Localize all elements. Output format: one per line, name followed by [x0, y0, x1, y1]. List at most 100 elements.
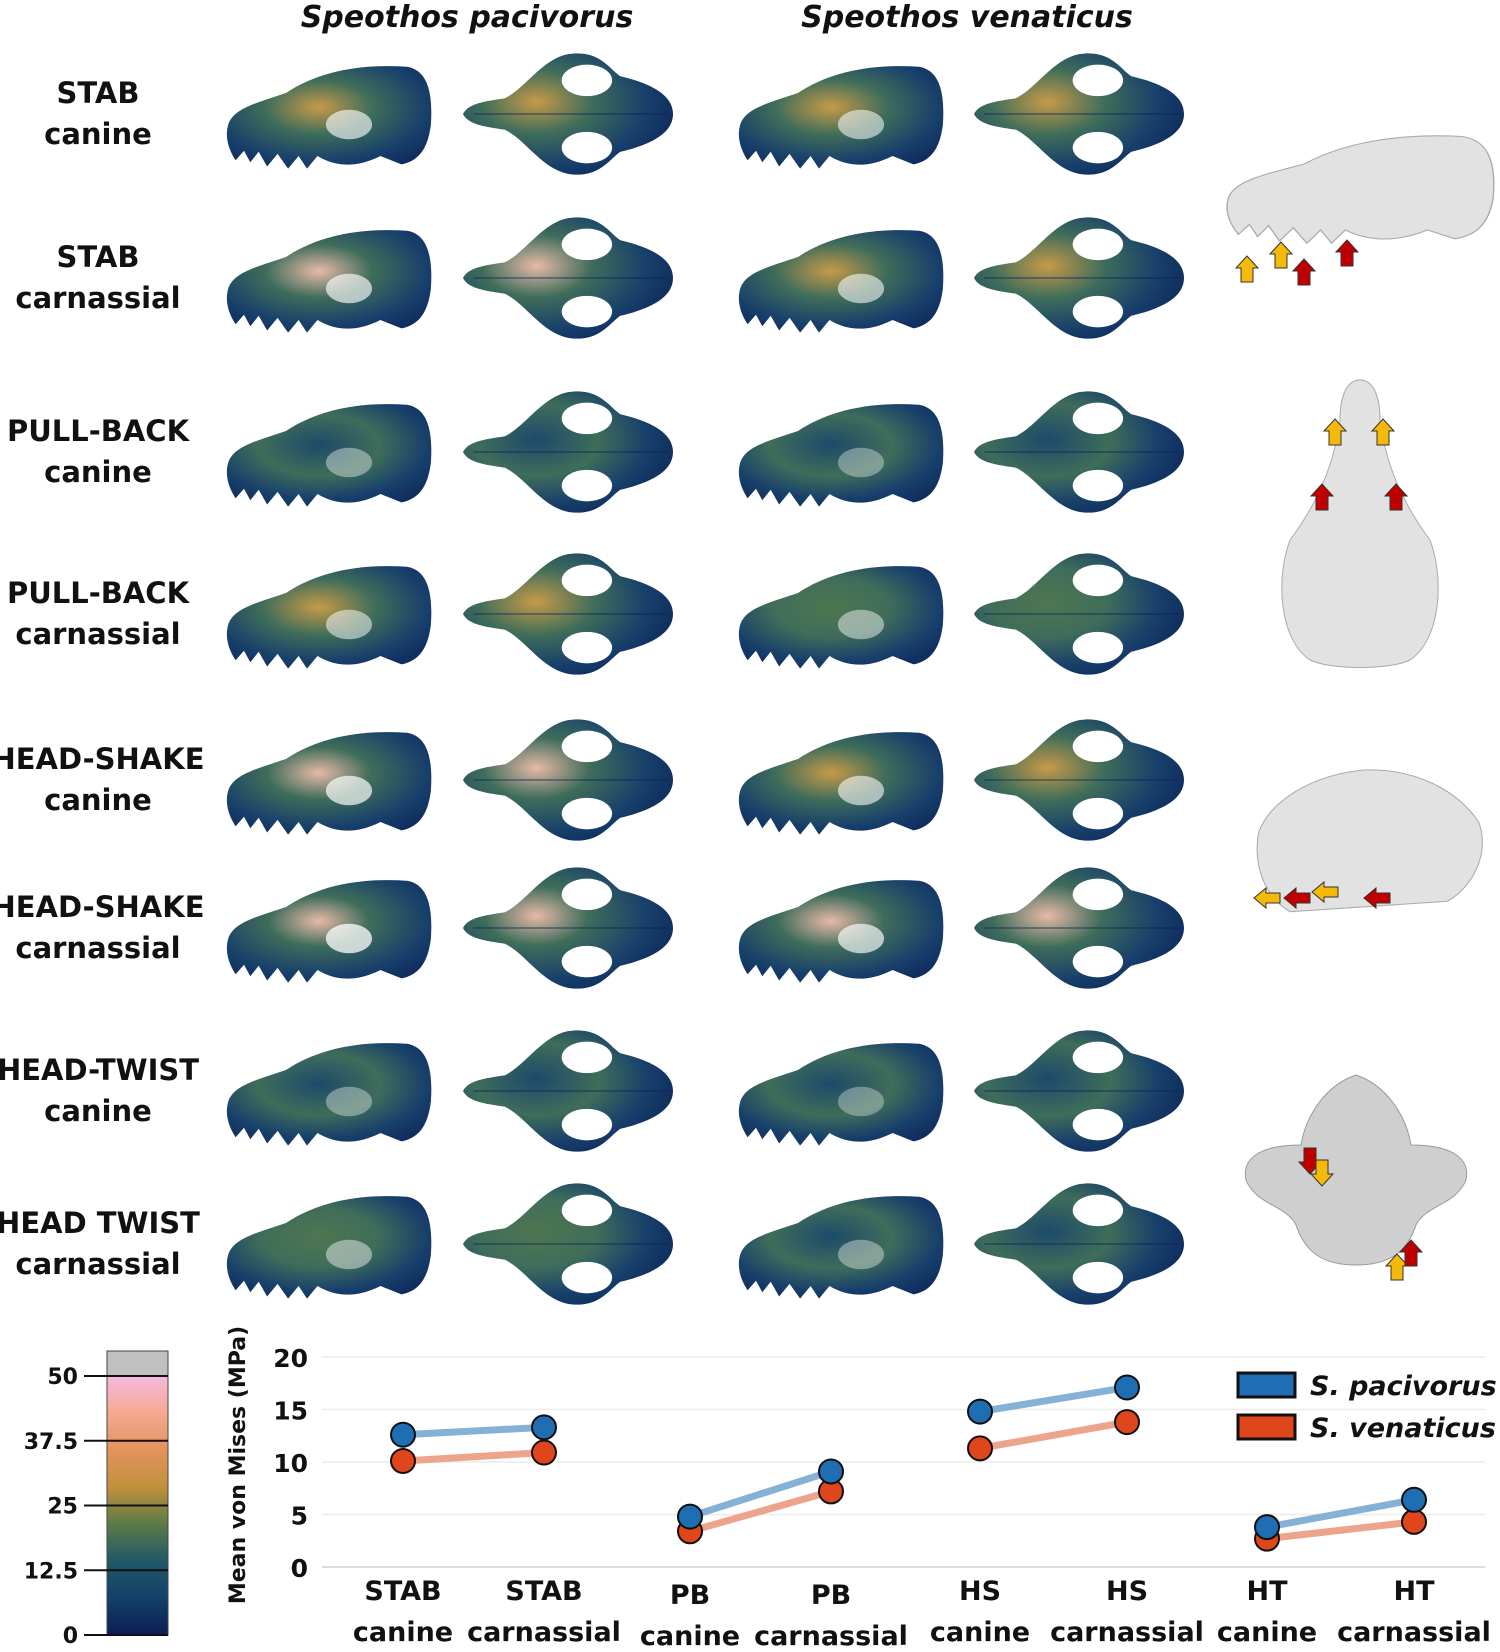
- row-label-line2: canine: [44, 1094, 152, 1128]
- orbit-hole: [1072, 1041, 1124, 1074]
- series-line-venaticus: [689, 1488, 832, 1535]
- y-tick-label: 10: [273, 1449, 308, 1478]
- skull-dorsal-venaticus: [974, 217, 1184, 339]
- row-label-line2: canine: [44, 783, 152, 817]
- skull-dorsal-venaticus: [974, 553, 1184, 675]
- orbit-hole: [561, 1041, 613, 1074]
- x-tick-label-line1: HT: [1393, 1576, 1435, 1607]
- skull-dorsal-venaticus: [974, 867, 1184, 989]
- force-arrow-left-icon: [1311, 880, 1339, 904]
- x-tick-label-line1: HS: [1106, 1576, 1148, 1607]
- row-label-line1: STAB: [57, 240, 140, 274]
- orbit-hole: [1072, 564, 1124, 597]
- skull-lateral-shape: [738, 1043, 944, 1146]
- colorbar-overflow: [106, 1350, 169, 1377]
- orbit-region: [837, 609, 885, 640]
- series-line-pacivorus: [979, 1383, 1128, 1416]
- skull-dorsal-venaticus: [974, 1030, 1184, 1152]
- colorbar-tick-label: 0: [63, 1624, 78, 1649]
- row-label-line2: carnassial: [15, 617, 180, 651]
- skull-heatmaps: [226, 53, 1184, 1305]
- orbit-region: [325, 923, 373, 954]
- row-label-line1: PULL-BACK: [7, 414, 191, 448]
- colorbar-tick-label: 50: [47, 1365, 78, 1390]
- x-tick-label-line2: canine: [930, 1617, 1030, 1648]
- orbit-region: [837, 1239, 885, 1270]
- orbit-hole: [561, 797, 613, 830]
- skull-lateral-shape: [226, 404, 432, 507]
- orbit-hole: [1072, 1194, 1124, 1227]
- y-tick-label: 5: [291, 1502, 308, 1531]
- series-line-venaticus: [402, 1449, 545, 1465]
- force-arrow-up-icon: [1309, 483, 1335, 511]
- series-line-venaticus: [979, 1418, 1128, 1452]
- header-venaticus: Speothos venaticus: [801, 0, 1133, 35]
- force-arrow-left-icon: [1253, 886, 1281, 910]
- orbit-hole: [1072, 295, 1124, 328]
- skull-shape: [1244, 1074, 1468, 1266]
- force-arrow-up-icon: [1268, 241, 1294, 269]
- skull-dorsal-pacivorus: [463, 553, 673, 675]
- force-arrow-up-icon: [1384, 1253, 1410, 1281]
- skull-lateral-pacivorus: [226, 404, 432, 507]
- x-tick-label-line1: HT: [1246, 1576, 1288, 1607]
- colorbar-tick-label: 25: [47, 1495, 78, 1520]
- skull-dorsal-pacivorus: [463, 53, 673, 175]
- orbit-hole: [1072, 469, 1124, 502]
- orbit-hole: [561, 1261, 613, 1294]
- skull-lateral-shape: [738, 1196, 944, 1299]
- skull-lateral-pacivorus: [226, 66, 432, 169]
- orbit-hole: [561, 1194, 613, 1227]
- data-point-venaticus: [1401, 1508, 1427, 1535]
- force-arrow-left-icon: [1363, 886, 1391, 910]
- orbit-region: [325, 609, 373, 640]
- colorbar-tick-label: 12.5: [24, 1559, 78, 1584]
- skull-lateral-venaticus: [738, 1196, 944, 1299]
- skull-lateral-pacivorus: [226, 1196, 432, 1299]
- skull-lateral-venaticus: [738, 566, 944, 669]
- orbit-region: [837, 447, 885, 478]
- skull-lateral-shape: [738, 404, 944, 507]
- legend-label-venaticus: S. venaticus: [1310, 1413, 1496, 1444]
- y-axis-label: Mean von Mises (MPa): [226, 1326, 251, 1604]
- orbit-hole: [561, 730, 613, 763]
- skull-dorsal-pacivorus: [463, 217, 673, 339]
- orbit-hole: [1072, 878, 1124, 911]
- row-label-line1: HEAD-SHAKE: [0, 742, 205, 776]
- skull-lateral-pacivorus: [226, 566, 432, 669]
- skull-lateral-pacivorus: [226, 732, 432, 835]
- orbit-hole: [1072, 631, 1124, 664]
- orbit-region: [325, 1239, 373, 1270]
- orbit-hole: [561, 878, 613, 911]
- series-line-pacivorus: [1266, 1496, 1415, 1531]
- data-point-pacivorus: [531, 1414, 557, 1441]
- force-arrow-up-icon: [1234, 255, 1260, 283]
- row-label-line1: HEAD-SHAKE: [0, 890, 205, 924]
- force-arrow-up-icon: [1334, 239, 1360, 267]
- orbit-hole: [1072, 64, 1124, 97]
- row-label-line2: canine: [44, 117, 152, 151]
- legend: S. pacivorus S. venaticus: [1236, 1371, 1497, 1444]
- skull-lateral-venaticus: [738, 66, 944, 169]
- skull-dorsal-venaticus: [974, 53, 1184, 175]
- series-line-pacivorus: [688, 1468, 833, 1520]
- x-tick-label-line2: canine: [353, 1617, 453, 1648]
- reference-skulls: [1226, 135, 1495, 1281]
- data-point-pacivorus: [818, 1458, 844, 1485]
- data-point-venaticus: [1114, 1409, 1140, 1436]
- x-tick-label-line2: carnassial: [754, 1621, 908, 1652]
- x-tick-label-line2: carnassial: [1050, 1617, 1204, 1648]
- row-label-line1: HEAD TWIST: [0, 1206, 200, 1240]
- orbit-hole: [1072, 402, 1124, 435]
- skull-dorsal-pacivorus: [463, 867, 673, 989]
- row-label-line1: PULL-BACK: [7, 576, 191, 610]
- skull-lateral-venaticus: [738, 1043, 944, 1146]
- header-pacivorus: Speothos pacivorus: [301, 0, 634, 35]
- x-tick-label-line1: STAB: [505, 1576, 582, 1607]
- skull-shape: [1281, 379, 1439, 668]
- skull-shape: [1256, 769, 1483, 913]
- reference-skull-lateral: [1226, 135, 1495, 245]
- skull-lateral-venaticus: [738, 404, 944, 507]
- data-point-pacivorus: [967, 1398, 993, 1425]
